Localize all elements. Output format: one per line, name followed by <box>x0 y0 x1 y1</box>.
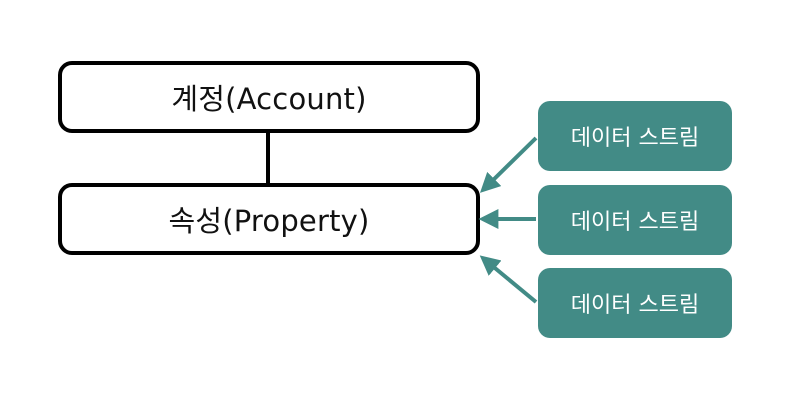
data-stream-label: 데이터 스트림 <box>570 210 700 235</box>
data-stream-label: 데이터 스트림 <box>570 293 700 318</box>
property-label: 속성(Property) <box>168 204 370 238</box>
data-stream-label: 데이터 스트림 <box>570 126 700 151</box>
data-stream-node-3: 데이터 스트림 <box>538 268 732 338</box>
arrow-stream-3-to-property <box>479 255 538 304</box>
property-node: 속성(Property) <box>58 183 480 255</box>
arrow-stream-1-to-property <box>480 136 538 193</box>
data-stream-node-1: 데이터 스트림 <box>538 101 732 171</box>
account-property-connector <box>266 131 270 185</box>
data-stream-node-2: 데이터 스트림 <box>538 185 732 255</box>
account-node: 계정(Account) <box>58 61 480 133</box>
account-label: 계정(Account) <box>171 82 367 116</box>
